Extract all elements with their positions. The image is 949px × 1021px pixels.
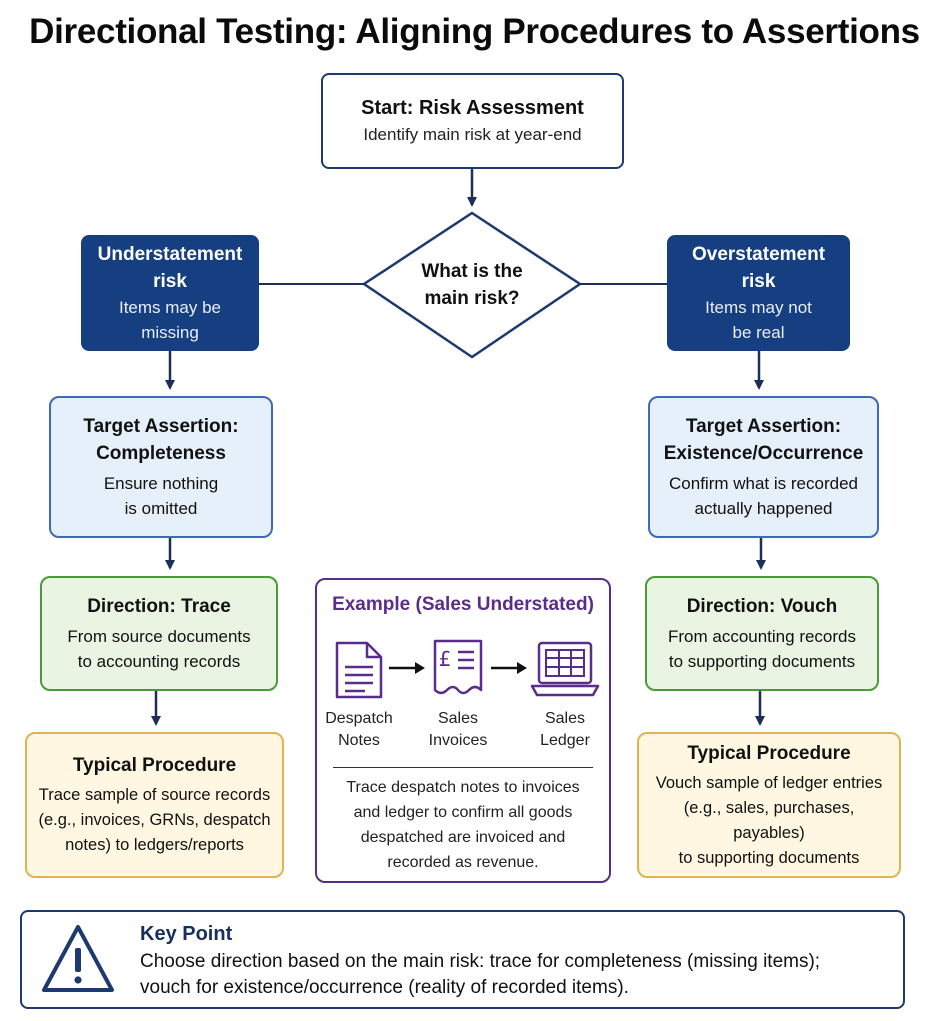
trace-procedure-text-1: Trace sample of source records bbox=[38, 786, 271, 804]
completeness-text-2: is omitted bbox=[124, 499, 198, 518]
completeness-heading-2: Completeness bbox=[96, 443, 226, 464]
vouch-procedure-heading: Typical Procedure bbox=[687, 742, 851, 764]
start-text: Identify main risk at year-end bbox=[363, 125, 582, 144]
vouch-procedure-text-3: to supporting documents bbox=[678, 848, 860, 867]
overstatement-heading-2: risk bbox=[741, 271, 776, 292]
understatement-heading-2: risk bbox=[153, 271, 187, 292]
example-divider bbox=[333, 767, 593, 768]
completeness-heading-1: Target Assertion: bbox=[83, 416, 239, 437]
existence-heading-1: Target Assertion: bbox=[685, 416, 842, 437]
arrow-right-icon bbox=[389, 662, 425, 674]
document-icon bbox=[335, 641, 383, 699]
start-risk-assessment-box: Start: Risk Assessment Identify main ris… bbox=[321, 73, 624, 169]
trace-text-1: From source documents bbox=[67, 627, 251, 646]
decision-label: What is the main risk? bbox=[390, 258, 554, 312]
example-box: Example (Sales Understated) £ Des bbox=[315, 578, 611, 883]
despatch-notes-label: Despatch Notes bbox=[325, 710, 393, 749]
understatement-heading-1: Understatement bbox=[97, 244, 243, 265]
vouch-text-2: to supporting documents bbox=[668, 652, 856, 671]
decision-diamond bbox=[361, 211, 583, 359]
trace-procedure-text-3: notes) to ledgers/reports bbox=[65, 836, 244, 854]
existence-assertion-box: Target Assertion: Existence/Occurrence C… bbox=[648, 396, 879, 538]
key-point-title: Key Point bbox=[140, 923, 233, 945]
existence-text-1: Confirm what is recorded bbox=[669, 474, 858, 493]
trace-heading: Direction: Trace bbox=[87, 596, 231, 617]
overstatement-risk-box: Overstatement risk Items may not be real bbox=[667, 235, 850, 351]
understatement-text-1: Items may be bbox=[118, 298, 222, 317]
key-point-text: Choose direction based on the main risk:… bbox=[140, 951, 821, 998]
sales-invoices-label: Sales Invoices bbox=[428, 710, 488, 749]
overstatement-text-2: be real bbox=[732, 323, 785, 342]
existence-text-2: actually happened bbox=[694, 499, 833, 518]
trace-procedure-box: Typical Procedure Trace sample of source… bbox=[25, 732, 284, 878]
vouch-text-1: From accounting records bbox=[667, 627, 857, 646]
existence-heading-2: Existence/Occurrence bbox=[663, 443, 864, 464]
arrow-right-icon bbox=[491, 662, 527, 674]
vouch-direction-box: Direction: Vouch From accounting records… bbox=[645, 576, 879, 691]
invoice-pound-icon: £ bbox=[433, 639, 483, 695]
decision-line-1: What is the bbox=[421, 261, 523, 282]
understatement-risk-box: Understatement risk Items may be missing bbox=[81, 235, 259, 351]
sales-ledger-label: Sales Ledger bbox=[540, 710, 590, 749]
example-description: Trace despatch notes to invoices and led… bbox=[346, 779, 580, 871]
vouch-procedure-text-1: Vouch sample of ledger entries bbox=[655, 773, 883, 792]
overstatement-heading-1: Overstatement bbox=[691, 244, 826, 265]
example-title: Example (Sales Understated) bbox=[332, 594, 594, 615]
decision-line-2: main risk? bbox=[424, 288, 520, 309]
start-heading: Start: Risk Assessment bbox=[361, 97, 584, 119]
understatement-text-2: missing bbox=[141, 323, 199, 342]
key-point-box: Key Point Choose direction based on the … bbox=[20, 910, 905, 1009]
ledger-laptop-icon bbox=[530, 641, 600, 697]
vouch-heading: Direction: Vouch bbox=[686, 596, 838, 617]
completeness-assertion-box: Target Assertion: Completeness Ensure no… bbox=[49, 396, 273, 538]
completeness-text-1: Ensure nothing bbox=[103, 474, 219, 493]
diagram-title: Directional Testing: Aligning Procedures… bbox=[29, 12, 920, 51]
trace-procedure-heading: Typical Procedure bbox=[72, 755, 237, 776]
trace-procedure-text-2: (e.g., invoices, GRNs, despatch bbox=[38, 811, 271, 829]
vouch-procedure-text-2: (e.g., sales, purchases, payables) bbox=[683, 798, 855, 842]
vouch-procedure-box: Typical Procedure Vouch sample of ledger… bbox=[637, 732, 901, 878]
warning-icon bbox=[42, 925, 114, 992]
svg-text:£: £ bbox=[439, 647, 452, 671]
overstatement-text-1: Items may not bbox=[705, 298, 812, 317]
trace-text-2: to accounting records bbox=[77, 652, 241, 671]
trace-direction-box: Direction: Trace From source documents t… bbox=[40, 576, 278, 691]
